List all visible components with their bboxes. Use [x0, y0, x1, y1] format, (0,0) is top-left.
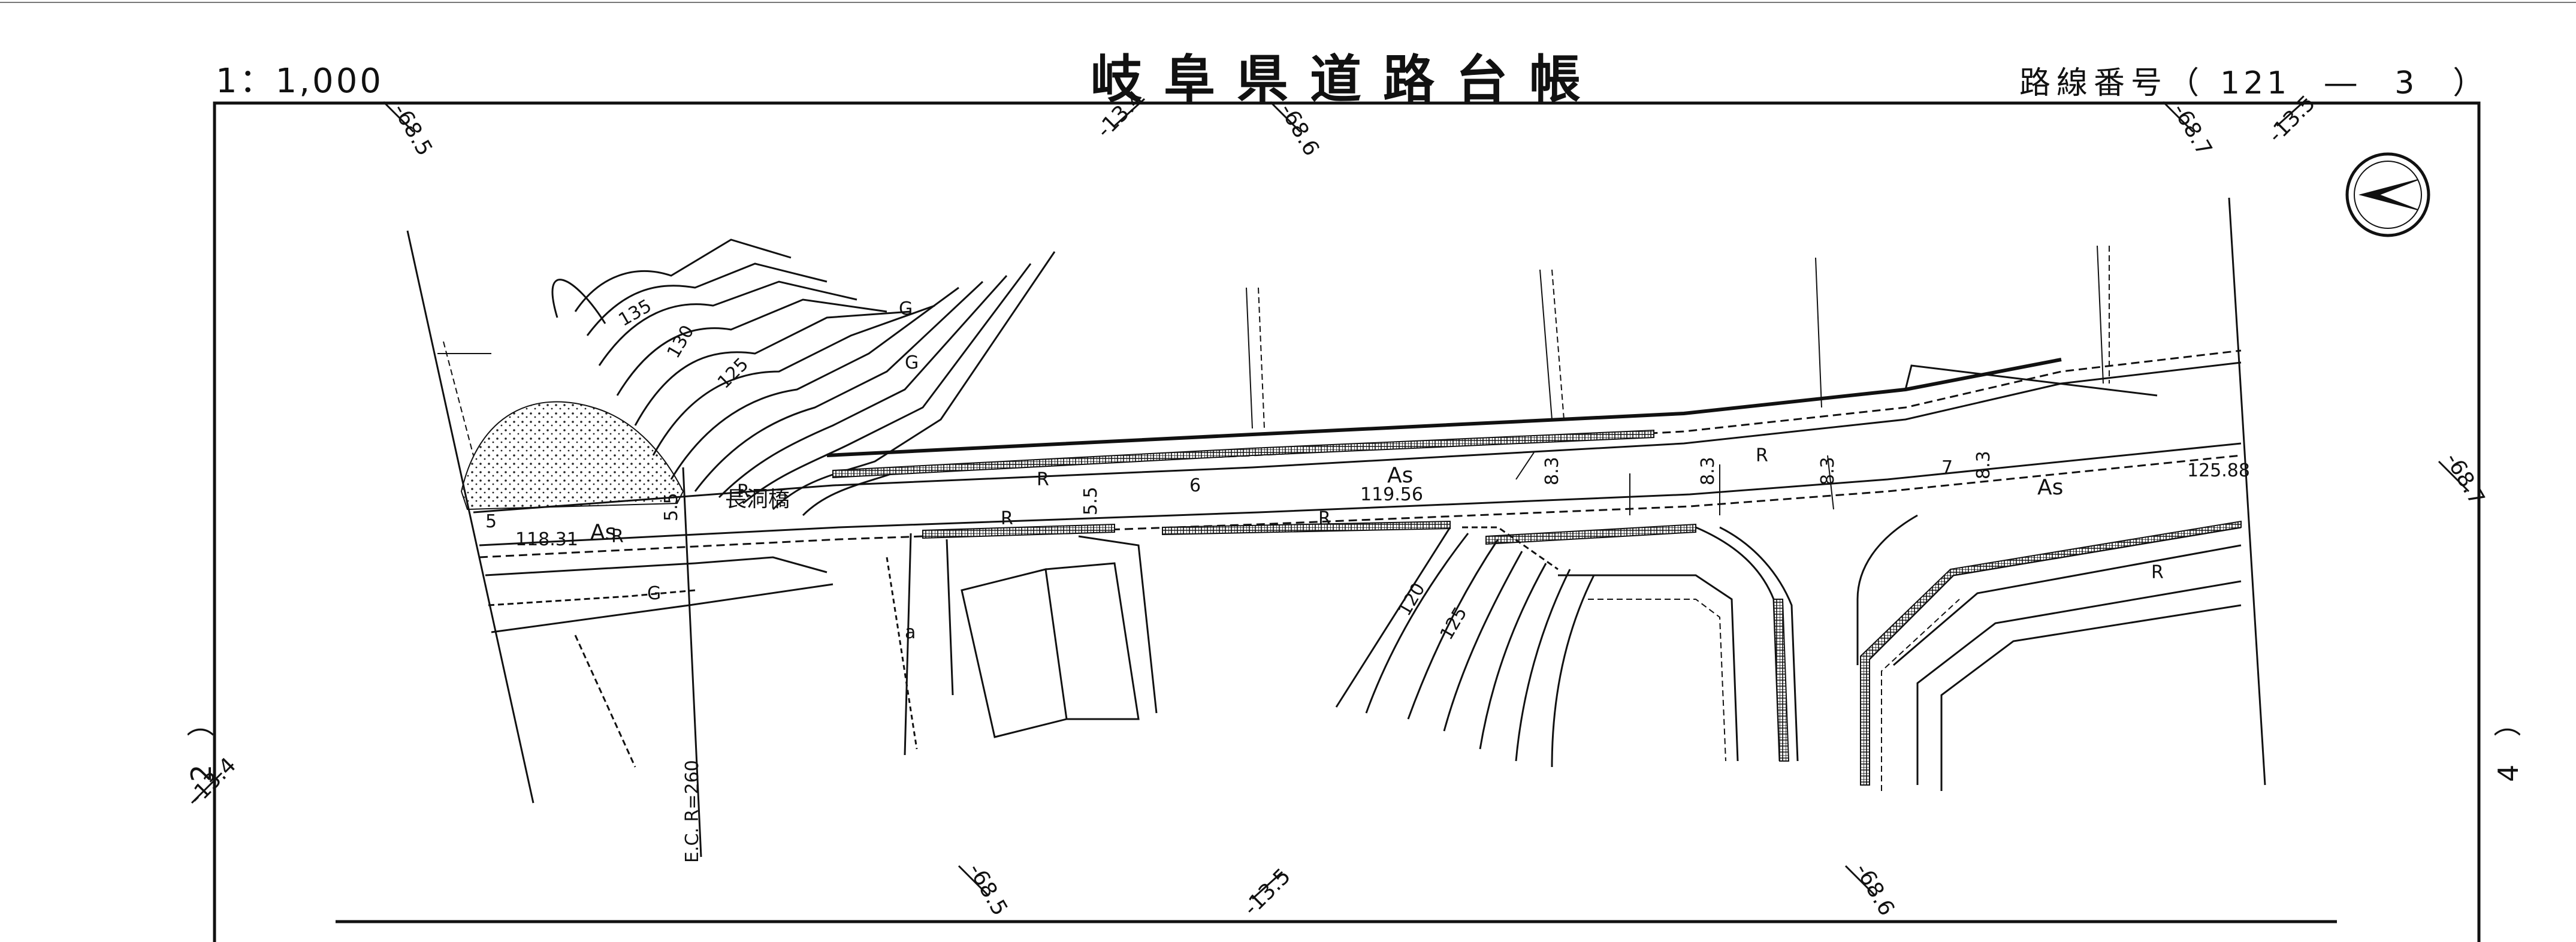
width-label: 5 [485, 511, 497, 532]
grid-label: -13.4 [184, 753, 241, 810]
retaining-label: R [2151, 562, 2164, 583]
contour-label: 130 [663, 322, 699, 362]
plan-boundary [406, 197, 2266, 804]
contour-label: 125 [714, 354, 753, 393]
curve-label: E.C. R=260 [682, 760, 703, 863]
dimension-label: 5.5 [1080, 487, 1101, 515]
elevation-label: 118.31 [515, 529, 578, 550]
contour-lines [551, 238, 1056, 517]
route-number-value: 121 ― 3 ） [2220, 65, 2488, 101]
grid-label: -68.5 [963, 859, 1012, 920]
retaining-label: R [1318, 508, 1331, 529]
contour-label: 120 [1394, 579, 1430, 620]
guardrail-label: G [899, 298, 913, 319]
elevation-label: 119.56 [1360, 484, 1423, 505]
surface-label: As [590, 520, 616, 545]
grid-label: -13.4 [1092, 86, 1149, 143]
parking-area [886, 533, 1158, 756]
elevation-label: 125.88 [2187, 460, 2250, 481]
surface-label: As [2037, 475, 2063, 500]
width-label: 6 [1189, 475, 1201, 496]
grid-label: -68.7 [2167, 99, 2216, 160]
grid-label: -68.5 [388, 99, 437, 160]
retaining-label: R [1001, 508, 1013, 529]
map-scale: 1：1,000 [216, 62, 383, 101]
retaining-label: R [611, 526, 624, 547]
hatched-curb-right [1860, 520, 2242, 786]
dimension-label: 8.3 [1698, 457, 1719, 485]
width-label: 7 [1941, 457, 1953, 478]
dimension-label: 8.3 [1817, 457, 1838, 485]
retaining-label: R [1037, 469, 1049, 490]
right-blocks [1558, 514, 2242, 791]
guardrail-label: G [905, 352, 919, 373]
dimension-label: 8.3 [1973, 451, 1994, 479]
bridge-name: 長洞橋 [725, 487, 790, 512]
hatched-wall-bottom [922, 523, 1115, 539]
grid-ticks [191, 98, 2470, 900]
retaining-label: R [737, 481, 750, 502]
dimension-label: 8.3 [1542, 457, 1563, 485]
page-title: 岐阜県道路台帳 [1091, 50, 1602, 110]
north-arrow-icon [2345, 152, 2430, 237]
dotted-area [460, 401, 684, 511]
grid-label: -68.6 [1850, 859, 1899, 920]
grid-label: -68.7 [2440, 449, 2489, 509]
route-number-label: 路線番号（ [2019, 65, 2206, 101]
dimension-label: 5.5 [661, 493, 682, 521]
retaining-label: R [1756, 445, 1768, 466]
field-label: a [905, 622, 916, 643]
hatched-wall-bottom-2 [1162, 520, 1451, 536]
hatched-curb-mid [1772, 599, 1790, 762]
grid-label: -68.6 [1275, 99, 1324, 160]
hatched-wall-top [832, 429, 1654, 479]
left-boundary-lines [437, 341, 491, 456]
surface-label: As [1387, 463, 1413, 488]
guardrail-label: G [647, 583, 661, 604]
map-annotations: 長洞橋 118.31 119.56 125.88 As As As E.C. R… [485, 295, 2250, 863]
property-lines [1246, 245, 2110, 515]
grid-label: -13.5 [1239, 864, 1295, 921]
slope-contours [1335, 526, 1595, 768]
grid-label: -13.5 [2263, 91, 2320, 148]
curve-reference-line [682, 467, 702, 858]
hatched-wall-right [1485, 523, 1696, 545]
